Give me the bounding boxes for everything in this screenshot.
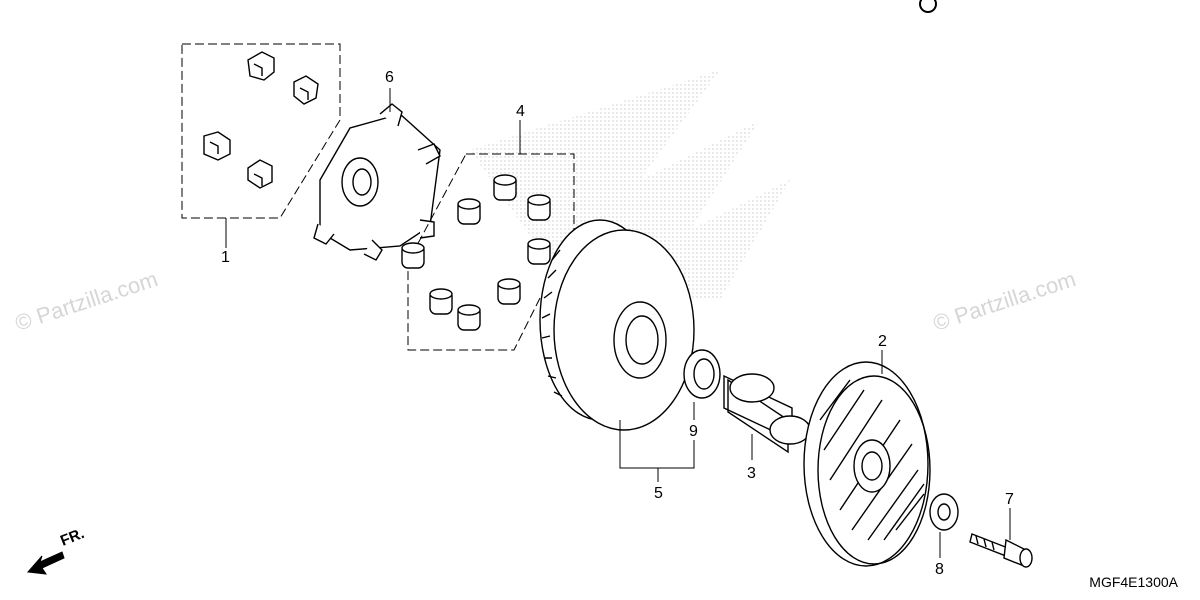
washer-icon	[929, 493, 959, 531]
callout-8: 8	[935, 561, 944, 578]
callout-9: 9	[689, 423, 698, 440]
flange-bolt-icon	[969, 533, 1033, 568]
callout-4: 4	[516, 103, 525, 120]
drive-face-collar-icon	[723, 373, 811, 454]
drive-face-icon	[803, 361, 931, 567]
callout-7: 7	[1005, 491, 1014, 508]
group-box-1	[181, 43, 341, 219]
callout-5: 5	[654, 485, 663, 502]
weight-roller-icon	[401, 174, 551, 331]
oil-seal-icon	[683, 349, 721, 399]
callout-6: 6	[385, 69, 394, 86]
slide-piece-icon	[203, 51, 319, 189]
callout-3: 3	[747, 465, 756, 482]
ramp-plate-icon	[313, 103, 441, 261]
copyright-mark-icon	[919, 0, 937, 13]
callout-2: 2	[878, 333, 887, 350]
front-arrow-icon	[26, 551, 65, 575]
movable-drive-face-icon	[539, 219, 695, 431]
callout-1: 1	[221, 249, 230, 266]
diagram-code: MGF4E1300A	[1089, 574, 1178, 590]
